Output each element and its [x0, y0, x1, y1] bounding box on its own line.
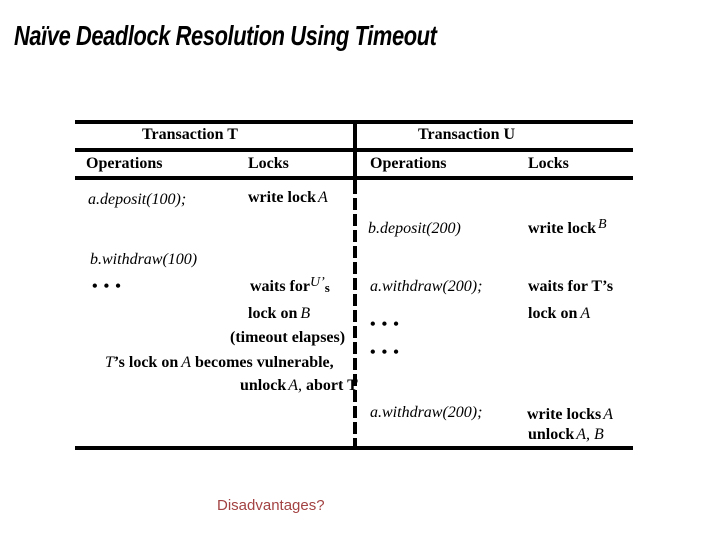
u-op-withdraw: a.withdraw(200);	[370, 278, 483, 295]
u-lock-on-var: A	[580, 305, 591, 322]
t-vulnerable-a: A	[181, 354, 191, 371]
u-write-locks-text: write locks	[527, 406, 602, 423]
slide-title: Naïve Deadlock Resolution Using Timeout	[14, 20, 437, 51]
u-op-deposit: b.deposit(200)	[368, 220, 461, 237]
u-lock-write-var: B	[597, 217, 607, 232]
t-unlock-var: A,	[288, 377, 303, 394]
t-unlock-end: abort T	[306, 377, 358, 394]
t-op-withdraw: b.withdraw(100)	[90, 251, 198, 268]
left-operations-header: Operations	[86, 155, 163, 172]
u-op-withdraw-2: a.withdraw(200);	[370, 404, 483, 421]
right-locks-header: Locks	[528, 155, 569, 172]
left-locks-header: Locks	[248, 155, 289, 172]
table-center-divider-solid	[353, 120, 357, 182]
t-waits-text: waits for	[250, 278, 310, 295]
t-waits-var: U’	[309, 275, 325, 290]
u-write-locks-var: A	[603, 406, 613, 423]
disadvantages-question: Disadvantages?	[217, 497, 325, 514]
u-ellipsis-dots-1: •••	[370, 316, 405, 333]
t-lock-write-var: A	[317, 189, 328, 206]
t-op-deposit: a.deposit(100);	[88, 191, 187, 208]
t-waits-line: waits forU’s	[250, 275, 330, 297]
right-operations-header: Operations	[370, 155, 447, 172]
t-unlock-text: unlock	[240, 377, 287, 394]
t-vulnerable-t: T	[105, 354, 114, 371]
u-waits-line: waits for T’s	[528, 278, 614, 295]
t-lock-on-var: B	[300, 305, 311, 322]
transaction-t-header: Transaction T	[142, 126, 238, 143]
transaction-u-header: Transaction U	[418, 126, 516, 143]
u-lock-write-text: write lock	[528, 220, 596, 237]
u-ellipsis-dots-2: •••	[370, 344, 405, 361]
t-waits-suffix: s	[324, 280, 330, 295]
u-unlock-text: unlock	[528, 426, 575, 443]
t-vulnerable-mid: ’s lock on	[113, 354, 179, 371]
t-lock-on-text: lock on	[248, 305, 298, 322]
u-unlock-var: A, B	[576, 426, 604, 443]
u-lock-on-text: lock on	[528, 305, 578, 322]
t-ellipsis-dots: •••	[92, 278, 127, 295]
t-lock-write-text: write lock	[248, 189, 316, 206]
table-center-divider-dashed	[353, 182, 357, 450]
t-timeout-line: (timeout elapses)	[230, 329, 346, 346]
t-vulnerable-end: becomes vulnerable,	[195, 354, 334, 371]
